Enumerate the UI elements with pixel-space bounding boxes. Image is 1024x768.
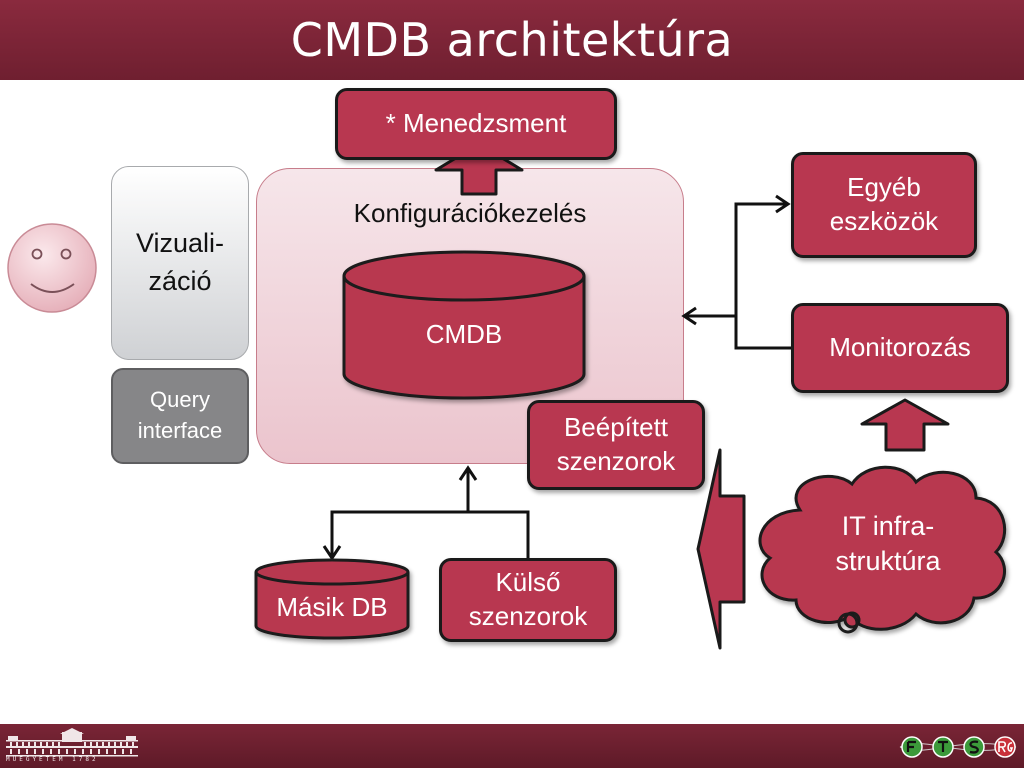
management-label: * Menedzsment xyxy=(385,108,567,139)
slide-title: CMDB architektúra xyxy=(290,13,734,67)
ftsrg-logo-icon xyxy=(899,736,1017,758)
external-sensors-box: Külső szenzorok xyxy=(439,558,617,642)
smiley-icon xyxy=(7,223,97,313)
it-infrastructure-cloud xyxy=(758,465,1007,634)
university-text: MŰEGYETEM 1782 xyxy=(6,756,99,763)
tools-to-config-connector xyxy=(681,194,791,350)
visualization-box: Vizuali- záció xyxy=(111,166,249,360)
up-block-arrow-to-monitoring xyxy=(860,398,950,452)
cmdb-label: CMDB xyxy=(425,319,503,349)
it-infrastructure-label-line1: IT infra- xyxy=(841,511,935,541)
other-tools-box: Egyéb eszközök xyxy=(791,152,977,258)
other-db-cylinder xyxy=(254,558,410,640)
monitoring-box: Monitorozás xyxy=(791,303,1009,393)
slide-footer: MŰEGYETEM 1782 xyxy=(0,724,1024,768)
slide-header: CMDB architektúra xyxy=(0,0,1024,80)
monitoring-label: Monitorozás xyxy=(829,332,971,363)
query-interface-label-line1: Query xyxy=(150,387,210,413)
other-tools-label-line1: Egyéb xyxy=(847,172,921,203)
other-tools-label-line2: eszközök xyxy=(829,206,939,236)
it-infrastructure-label-line2: struktúra xyxy=(835,546,941,577)
db-sensors-to-config-connector xyxy=(322,465,530,561)
other-db-label: Másik DB xyxy=(276,592,388,622)
cmdb-cylinder xyxy=(342,250,586,400)
built-in-sensors-box: Beépített szenzorok xyxy=(527,400,705,490)
built-in-sensors-label-line1: Beépített xyxy=(563,412,669,443)
management-box: * Menedzsment xyxy=(335,88,617,160)
external-sensors-label-line2: szenzorok xyxy=(468,601,588,631)
university-building-icon xyxy=(6,728,138,757)
built-in-sensors-label-line2: szenzorok xyxy=(556,446,676,476)
visualization-label-line2: záció xyxy=(148,266,212,296)
query-interface-label-line2: interface xyxy=(137,418,223,443)
external-sensors-label-line1: Külső xyxy=(495,567,561,598)
visualization-label-line1: Vizuali- xyxy=(135,228,225,259)
it-infrastructure-label: IT infra- struktúra xyxy=(770,509,1006,579)
configuration-management-label: Konfigurációkezelés xyxy=(353,198,587,228)
query-interface-box: Query interface xyxy=(111,368,249,464)
left-block-arrow-to-sensors xyxy=(696,448,746,650)
